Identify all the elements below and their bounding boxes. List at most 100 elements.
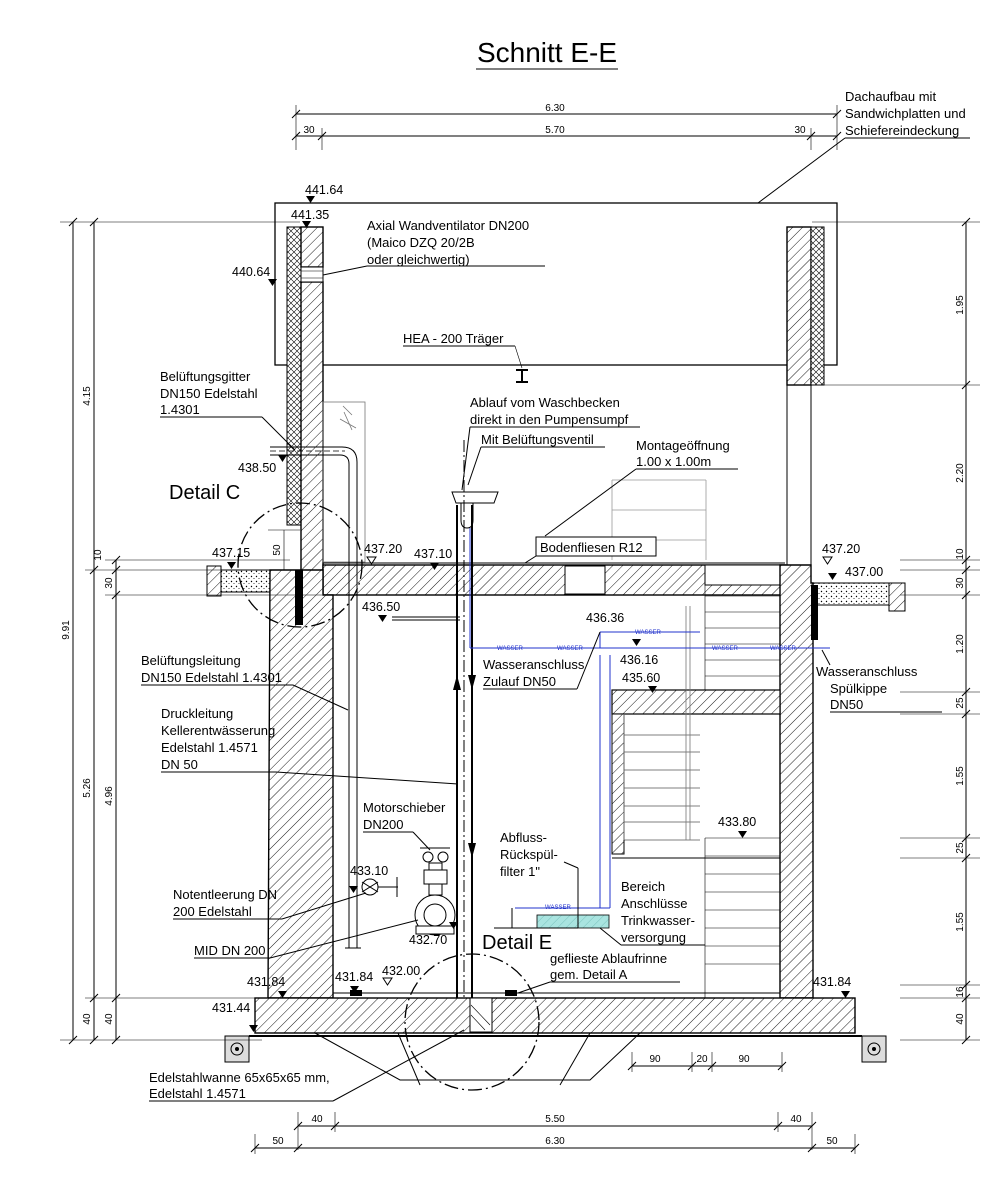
label-dl-4: DN 50	[161, 757, 198, 772]
dim-bottom-inner: 5.50	[545, 1114, 565, 1125]
label-dl-3: Edelstahl 1.4571	[161, 740, 258, 755]
label-ws-1: Wasseranschluss	[816, 664, 918, 679]
label-tw-4: versorgung	[621, 930, 686, 945]
label-montage-2: 1.00 x 1.00m	[636, 454, 711, 469]
label-bl-2: DN150 Edelstahl 1.4301	[141, 670, 282, 685]
label-tw-2: Anschlüsse	[621, 896, 687, 911]
elev-436-50: 436.50	[362, 600, 400, 614]
dim-top-inner: 5.70	[545, 125, 565, 136]
elev-431-84-mid: 431.84	[335, 970, 373, 984]
label-wz-1: Wasseranschluss	[483, 657, 585, 672]
label-bodenfliesen: Bodenfliesen R12	[540, 540, 643, 555]
label-af-2: Rückspül-	[500, 847, 558, 862]
label-ws-3: DN50	[830, 697, 863, 712]
label-tw-3: Trinkwasser-	[621, 913, 695, 928]
label-bl-1: Belüftungsleitung	[141, 653, 241, 668]
detail-e-circle	[404, 953, 540, 1091]
dim-bottom-overall: 6.30	[545, 1136, 565, 1147]
label-ms-1: Motorschieber	[363, 800, 446, 815]
elev-437-15: 437.15	[212, 546, 250, 560]
elev-433-80: 433.80	[718, 815, 756, 829]
dim-bottom-right-inner: 40	[790, 1114, 802, 1125]
dim-top-left: 30	[303, 125, 315, 136]
label-rinne-2: gem. Detail A	[550, 967, 628, 982]
ventilator-label: Axial Wandventilator DN200 (Maico DZQ 20…	[322, 218, 545, 276]
right-labels: Wasseranschluss Spülkippe DN50	[816, 649, 942, 713]
elev-431-84-right: 431.84	[813, 975, 851, 989]
label-gitter-1: Belüftungsgitter	[160, 369, 251, 384]
detail-c-circle	[237, 502, 363, 628]
water-tag-3: WASSER	[712, 646, 738, 652]
label-tw-1: Bereich	[621, 879, 665, 894]
elev-437-20-left: 437.20	[364, 542, 402, 556]
elev-436-36: 436.36	[586, 611, 624, 625]
dim-left-10: 10	[93, 549, 104, 561]
dim-bottom-left-outer: 50	[272, 1136, 284, 1147]
upper-walls	[286, 226, 825, 573]
water-tag-6: WASSER	[545, 905, 571, 911]
label-gitter-2: DN150 Edelstahl	[160, 386, 258, 401]
label-ne-1: Notentleerung DN	[173, 887, 277, 902]
dim-right-25a: 25	[955, 697, 966, 709]
elev-436-16: 436.16	[620, 653, 658, 667]
dim-right-155b: 1.55	[955, 912, 966, 932]
top-dimensions: 6.30 5.70 30 30	[291, 103, 842, 150]
hea-beam: HEA - 200 Träger	[403, 331, 528, 383]
dim-left-50: 50	[272, 544, 283, 556]
label-vent-2: (Maico DZQ 20/2B	[367, 235, 475, 250]
dim-left-upper: 4.15	[82, 386, 93, 406]
bottom-dimensions: 90 20 90 40 5.50 40 50 6.30 50	[250, 1052, 860, 1154]
dim-left-inner: 4.96	[104, 786, 115, 806]
label-dl-1: Druckleitung	[161, 706, 233, 721]
elev-433-10: 433.10	[350, 864, 388, 878]
dim-right-40: 40	[955, 1013, 966, 1025]
pump-assembly	[361, 847, 456, 936]
label-gitter-3: 1.4301	[160, 402, 200, 417]
label-ws-2: Spülkippe	[830, 681, 887, 696]
dim-channel-a: 90	[649, 1054, 661, 1065]
label-dach-2: Sandwichplatten und	[845, 106, 966, 121]
dim-top-overall: 6.30	[545, 103, 565, 114]
dim-right-16: 16	[955, 986, 966, 998]
dim-bottom-left-inner: 40	[311, 1114, 323, 1125]
label-ne-2: 200 Edelstahl	[173, 904, 252, 919]
dim-top-right: 30	[794, 125, 806, 136]
left-dimensions: 9.91 4.15 5.26 4.96 10 30 40 40 50	[60, 217, 322, 1045]
drinking-water-area	[511, 908, 610, 929]
label-wz-2: Zulauf DN50	[483, 674, 556, 689]
foundation-piles	[224, 1035, 887, 1063]
label-vent-3: oder gleichwertig)	[367, 252, 470, 267]
dim-left-40b: 40	[104, 1013, 115, 1025]
elev-431-84-left: 431.84	[247, 975, 285, 989]
elev-432-00: 432.00	[382, 964, 420, 978]
elev-441-64: 441.64	[305, 183, 343, 197]
water-tag-2: WASSER	[557, 646, 583, 652]
label-detail-e: Detail E	[482, 932, 552, 954]
label-dach-3: Schiefereindeckung	[845, 123, 959, 138]
dim-right-120: 1.20	[955, 634, 966, 654]
elev-440-64: 440.64	[232, 265, 270, 279]
label-hea: HEA - 200 Träger	[403, 331, 504, 346]
label-wanne-1: Edelstahlwanne 65x65x65 mm,	[149, 1070, 330, 1085]
label-dl-2: Kellerentwässerung	[161, 723, 275, 738]
label-ablauf-2: direkt in den Pumpensumpf	[470, 412, 629, 427]
label-ablauf-3: Mit Belüftungsventil	[481, 432, 594, 447]
dim-left-30: 30	[104, 577, 115, 589]
drawing-title: Schnitt E-E	[477, 37, 617, 68]
dim-channel-b: 20	[696, 1054, 708, 1065]
dim-right-155a: 1.55	[955, 766, 966, 786]
roof-outline	[274, 202, 838, 366]
elev-437-00: 437.00	[845, 565, 883, 579]
drain-channel	[333, 990, 780, 1033]
label-ablauf-1: Ablauf vom Waschbecken	[470, 395, 620, 410]
label-detail-c: Detail C	[169, 482, 240, 504]
elev-431-44: 431.44	[212, 1001, 250, 1015]
elevation-marks: 441.64 441.35 440.64 438.50 437.15 437.2…	[212, 183, 883, 1032]
center-labels: Ablauf vom Waschbecken direkt in den Pum…	[363, 395, 738, 994]
dim-right-195: 1.95	[955, 295, 966, 315]
label-montage-1: Montageöffnung	[636, 438, 730, 453]
dim-left-total: 9.91	[61, 620, 72, 640]
rinse-filter-pipe	[494, 868, 579, 929]
elev-438-50: 438.50	[238, 461, 276, 475]
